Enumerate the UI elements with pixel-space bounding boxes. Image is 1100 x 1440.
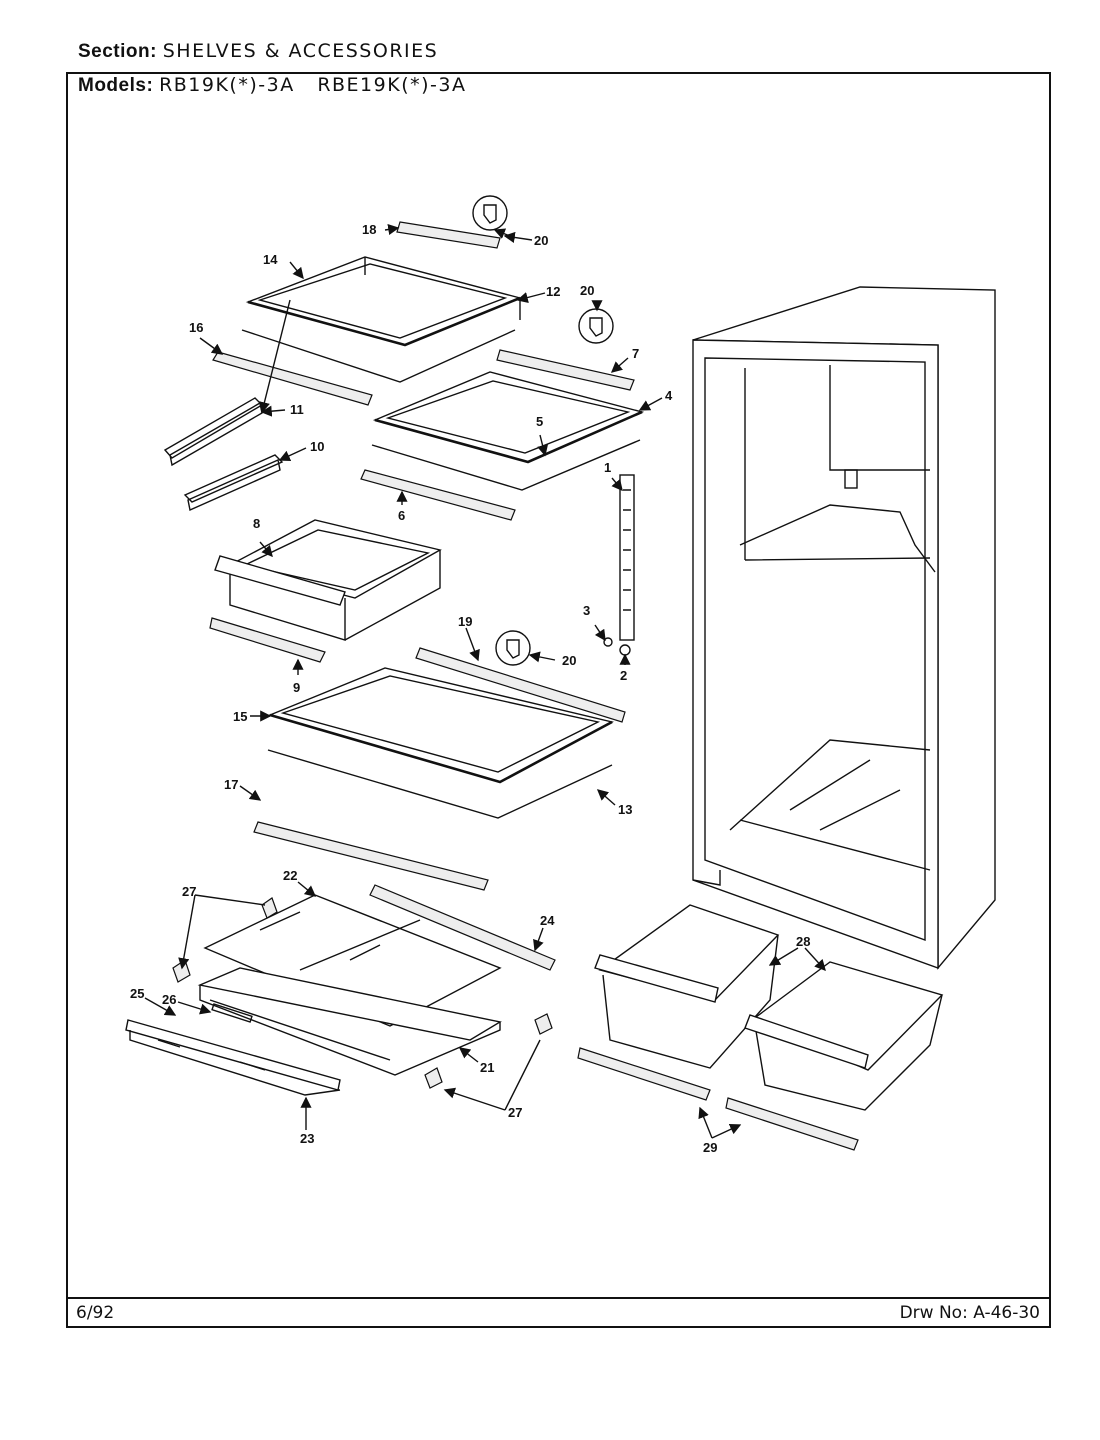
section-heading: Section: SHELVES & ACCESSORIES xyxy=(78,40,438,63)
callout-21: 21 xyxy=(480,1060,494,1075)
callout-3: 3 xyxy=(583,603,590,618)
crisper-cover-assembly xyxy=(125,884,556,1096)
lower-shelf-assembly xyxy=(253,630,626,891)
shelf-support-column xyxy=(603,474,635,656)
callout-19: 19 xyxy=(458,614,472,629)
callout-9: 9 xyxy=(293,680,300,695)
callout-14: 14 xyxy=(263,252,278,267)
drawing-frame xyxy=(66,72,1051,1328)
callout-18: 18 xyxy=(362,222,376,237)
callout-24: 24 xyxy=(540,913,555,928)
callout-27-top: 27 xyxy=(182,884,196,899)
models-value: RB19K(*)-3A RBE19K(*)-3A xyxy=(159,74,467,96)
callout-4: 4 xyxy=(665,388,673,403)
callout-29: 29 xyxy=(703,1140,717,1155)
callout-16: 16 xyxy=(189,320,203,335)
callout-17: 17 xyxy=(224,777,238,792)
callout-25: 25 xyxy=(130,986,144,1001)
meat-keeper-drawer xyxy=(209,519,442,663)
callout-23: 23 xyxy=(300,1131,314,1146)
footer-date: 6/92 xyxy=(76,1303,115,1323)
callout-20-top: 20 xyxy=(534,233,548,248)
callout-11: 11 xyxy=(290,402,304,417)
callout-5: 5 xyxy=(536,414,543,429)
callout-20-lower: 20 xyxy=(562,653,576,668)
second-shelf-assembly xyxy=(360,308,645,521)
callout-12: 12 xyxy=(546,284,560,299)
callout-2: 2 xyxy=(620,668,627,683)
footer-divider xyxy=(66,1297,1051,1299)
footer-drawing-number: Drw No: A-46-30 xyxy=(899,1303,1040,1323)
callout-28: 28 xyxy=(796,934,810,949)
leader-lines xyxy=(144,223,826,1139)
models-heading: Models: RB19K(*)-3A RBE19K(*)-3A xyxy=(78,74,466,97)
top-shelf-assembly xyxy=(212,195,523,406)
callout-6: 6 xyxy=(398,508,405,523)
callout-13: 13 xyxy=(618,802,632,817)
callout-10: 10 xyxy=(310,439,324,454)
callout-20-middle: 20 xyxy=(580,283,594,298)
models-label: Models: xyxy=(78,75,154,96)
refrigerator-cabinet xyxy=(692,286,996,970)
callout-26: 26 xyxy=(162,992,176,1007)
shelf-rails xyxy=(163,397,284,511)
section-value: SHELVES & ACCESSORIES xyxy=(162,40,439,62)
callout-8: 8 xyxy=(253,516,260,531)
callout-27-bottom: 27 xyxy=(508,1105,522,1120)
vegetable-crisper-drawers xyxy=(577,904,944,1151)
callout-labels: 1 2 3 4 5 6 7 8 9 10 11 12 13 14 15 16 1… xyxy=(130,222,810,1155)
callout-1: 1 xyxy=(604,460,611,475)
callout-15: 15 xyxy=(233,709,247,724)
callout-22: 22 xyxy=(283,868,297,883)
callout-7: 7 xyxy=(632,346,639,361)
section-label: Section: xyxy=(78,41,157,62)
